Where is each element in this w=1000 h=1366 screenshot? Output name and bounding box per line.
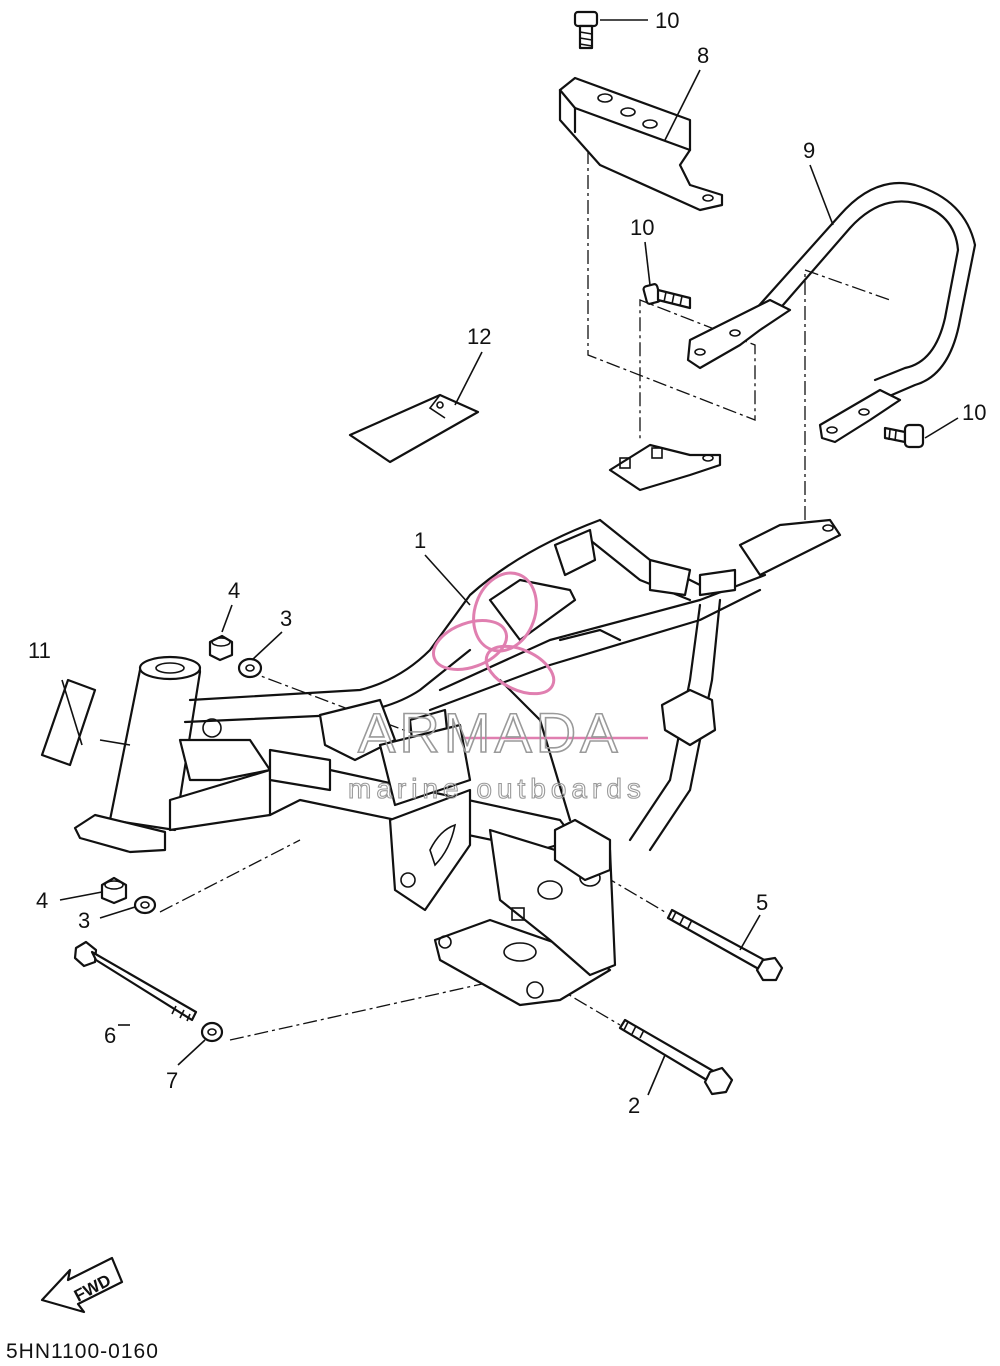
callout-numbers: 10 8 9 10 12 10 1 4 3 11 4 3 5 6 7 2: [28, 8, 986, 1118]
part-8-bracket: [558, 76, 724, 212]
part-10-bolt-right: [883, 423, 925, 449]
part-11-label: [40, 678, 97, 767]
watermark-tagline: marine outboards: [348, 773, 646, 804]
callout-4-top: 4: [228, 578, 240, 603]
callout-11: 11: [28, 638, 51, 663]
callout-3-top: 3: [280, 606, 292, 631]
part-7-washer: [200, 1021, 224, 1043]
callout-10-right: 10: [962, 400, 986, 425]
part-6-bolt: [73, 940, 198, 1022]
part-4-nut-top: [208, 634, 234, 662]
callout-8: 8: [697, 43, 709, 68]
callout-2: 2: [628, 1093, 640, 1118]
part-12-label: [348, 393, 480, 464]
callout-3-lower: 3: [78, 908, 90, 933]
leader-lines: [59, 19, 959, 1096]
callout-12: 12: [467, 324, 491, 349]
callout-7: 7: [166, 1068, 178, 1093]
part-10-bolt-mid: [642, 283, 692, 310]
callout-4-lower: 4: [36, 888, 48, 913]
diagram-code: 5HN1100-0160: [6, 1340, 159, 1363]
callout-5: 5: [756, 890, 768, 915]
callout-9: 9: [803, 138, 815, 163]
callout-10-top: 10: [655, 8, 679, 33]
watermark-brand: ARMADA: [358, 701, 622, 764]
callout-10-mid: 10: [630, 215, 654, 240]
part-9-grab-bar: [686, 181, 977, 444]
part-4-nut-lower: [100, 876, 128, 905]
part-3-washer-top: [237, 657, 263, 679]
part-3-washer-lower: [133, 895, 157, 915]
forward-direction-arrow: FWD: [40, 1256, 124, 1314]
part-5-bolt: [666, 908, 784, 982]
watermark-logo: [432, 571, 648, 740]
callout-1: 1: [414, 528, 426, 553]
callout-6: 6: [104, 1023, 116, 1048]
watermark: ARMADA marine outboards: [347, 571, 648, 805]
part-1-frame: [73, 443, 842, 1007]
part-2-bolt: [618, 1018, 734, 1096]
part-10-bolt-top: [573, 10, 599, 50]
